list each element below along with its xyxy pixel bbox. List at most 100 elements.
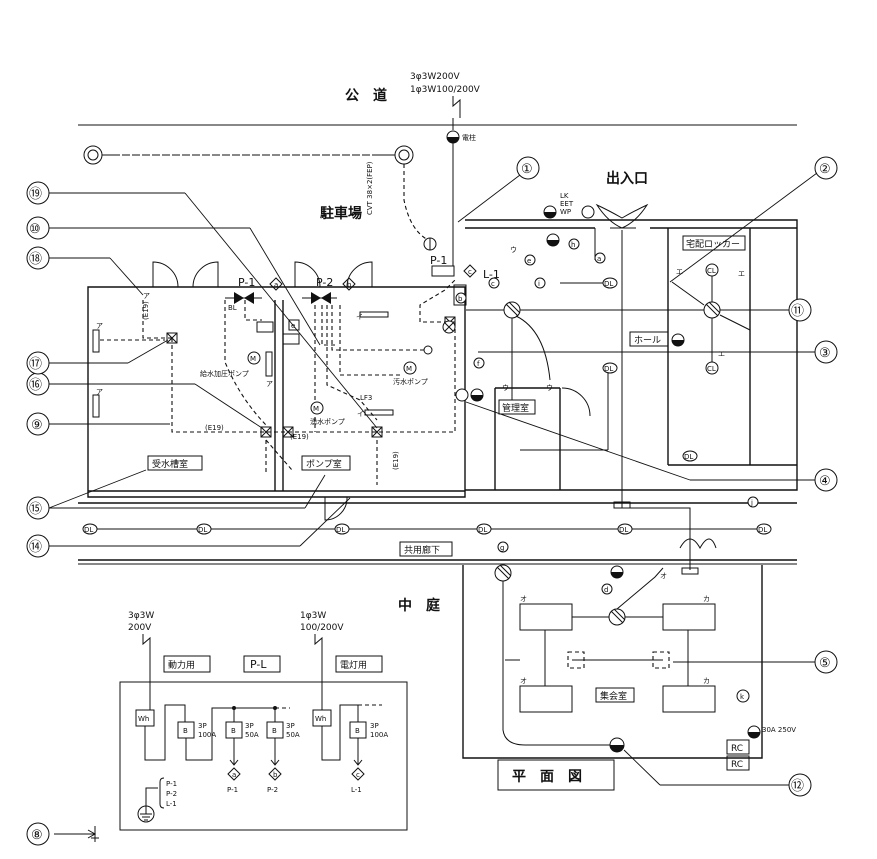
svg-text:M: M [406,365,412,373]
pull-box-1 [260,426,272,438]
wall-light-3 [265,351,273,377]
svg-text:CL: CL [707,267,716,275]
letter-a-3: ア [266,380,273,388]
outlet-f2-icon [455,388,469,402]
svg-text:h: h [571,241,575,249]
panel-title: P-L [250,658,267,671]
svg-text:a: a [597,255,601,263]
panel-p1-box [431,265,455,277]
svg-text:M: M [313,405,319,413]
pull-box-3 [371,426,383,438]
callout-2 [814,156,838,180]
callout-5-label: ⑤ [819,656,831,671]
breaker-label-3: B [272,727,277,735]
e19-label-4: (E19) [392,451,400,470]
label-e-2: エ [738,270,745,278]
svg-text:e: e [527,257,531,265]
output-p2-label: P-2 [267,786,278,794]
plan-title: 平 面 図 [512,769,582,785]
svg-text:f: f [477,360,480,368]
lf3-label: LF3 [360,394,372,402]
spring-pump-motor [310,401,324,415]
svg-text:DL: DL [758,526,767,534]
wh-label-1: Wh [138,715,149,723]
bl-label: BL [228,304,237,312]
hall-label: ホール [634,335,661,346]
main-breaker-rating-2: 100A [198,731,216,739]
public-road-label: 公 道 [345,87,387,104]
callout-10-label: ⑩ [29,222,41,237]
svg-text:DL: DL [336,526,345,534]
callout-17-label: ⑰ [29,357,42,372]
panel-list-p2: P-2 [166,790,177,798]
callout-11-label: ⑪ [791,304,804,319]
parking-label: 駐車場 [320,205,362,222]
meeting-room-outline [462,565,763,759]
pump-building-outline [87,286,466,498]
callout-9-label: ⑨ [31,418,43,433]
letter-a-4: ア [143,292,150,300]
svg-text:M: M [250,355,256,363]
courtyard-label: 中 庭 [398,597,441,614]
main-breaker-rating-1: 3P [198,722,207,730]
callout-18-label: ⑱ [29,252,42,267]
power-supply-line2: 200V [128,623,152,633]
shared-corridor-label: 共用廊下 [404,544,440,556]
rc-box-2 [726,755,750,771]
panel-p1-label: P-1 [430,254,447,267]
outlet-h-icon [581,205,595,219]
letter-k: k [740,693,745,701]
panel-pl-box [453,284,467,306]
letter-i-2: イ [357,410,364,418]
corridor-label-box [399,541,453,557]
letter-b-diamond: b [347,281,352,289]
letter-markers: e h i a c b f d g j [455,238,759,595]
breaker-light-rating-1: 3P [370,722,379,730]
breaker-p1-rating-2: 50A [245,731,259,739]
callout-8 [26,822,50,846]
label-o-3: オ [660,572,667,580]
switch-box-1 [256,321,274,333]
label-e-3: エ [718,350,725,358]
water-tank-room-label: 受水槽室 [152,458,188,470]
label-o-1: オ [520,595,527,603]
output-c-letter: c [356,771,360,779]
plan-title-box [497,759,615,791]
rc-label-2: RC [731,760,743,770]
svg-text:i: i [538,280,540,288]
callout-16-label: ⑯ [29,378,42,393]
power-supply-line1: 3φ3W [128,611,154,621]
breaker-p2-rating-2: 50A [286,731,300,739]
svg-text:c: c [491,280,495,288]
pull-box-4 [166,332,178,344]
light-supply-line1: 1φ3W [300,611,326,621]
breaker-label-4: B [355,727,360,735]
svg-text:DL: DL [684,453,693,461]
callouts: ① ② ③ ④ ⑤ ⑧ ⑨ ⑩ ⑪ ⑫ ⑭ [26,156,838,846]
sewage-pump-motor [403,361,417,375]
svg-text:g: g [500,544,504,552]
svg-text:DL: DL [604,365,613,373]
output-l1-label: L-1 [351,786,362,794]
letter-i-1: イ [356,313,363,321]
sewage-pump-label: 汚水ポンプ [393,377,428,386]
svg-text:j: j [750,499,753,507]
letter-a-1: ア [96,322,103,330]
cl-lights: CL CL [705,263,719,375]
callout-3-label: ③ [819,346,831,361]
entrance-door [595,203,649,229]
booster-pump-motor [247,351,261,365]
label-u-1: ウ [510,246,517,254]
e19-label-1: (E19) [290,433,309,441]
e-box [288,319,300,331]
light-use-label: 電灯用 [340,660,367,671]
label-e-1: エ [676,268,683,276]
incoming-supply-symbol [452,96,461,118]
label-ka-2: カ [703,677,710,685]
output-a-letter: a [232,771,236,779]
supply-line1: 3φ3W200V [410,72,460,82]
panel-list-p1: P-1 [166,780,177,788]
light-supply-line2: 100/200V [300,623,344,633]
wh-label-2: Wh [315,715,326,723]
